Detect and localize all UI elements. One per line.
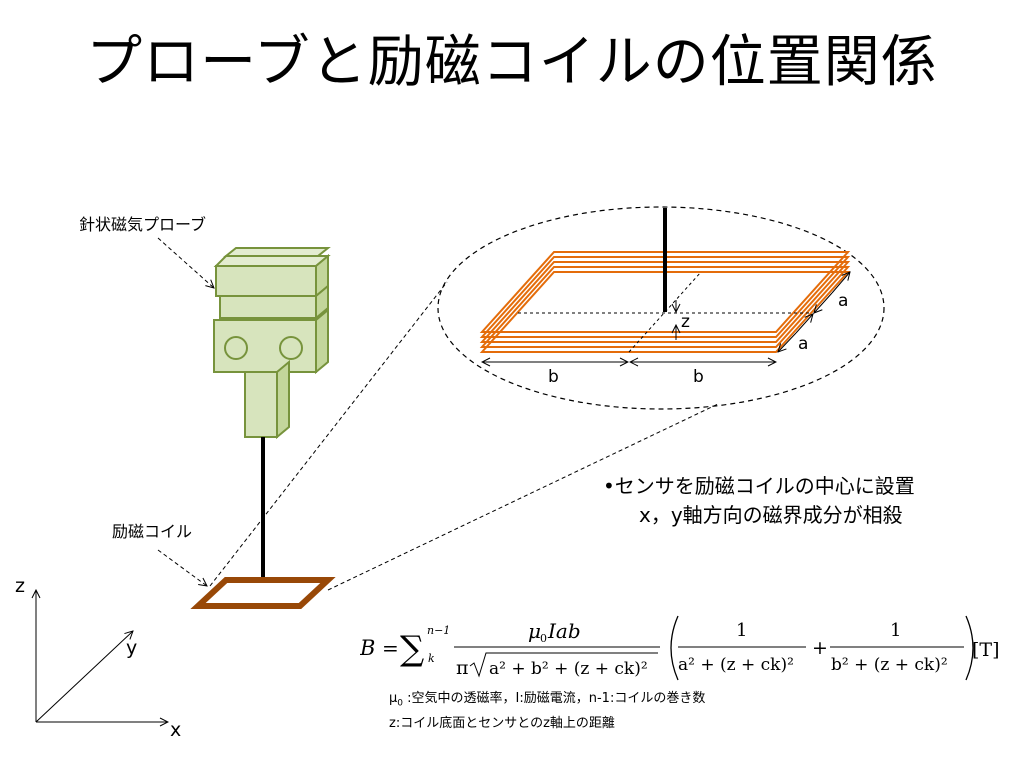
note-line-1-rest: :空気中の透磁率，I:励磁電流，n-1:コイルの巻き数 bbox=[403, 691, 706, 706]
bullet-line-2: x，y軸方向の磁界成分が相殺 bbox=[639, 503, 903, 527]
formula-frac2-num: 1 bbox=[890, 620, 901, 641]
formula-sum-top: n−1 bbox=[427, 624, 450, 637]
note-mu: μ bbox=[389, 691, 398, 706]
formula-plus: + bbox=[812, 637, 828, 659]
dim-a2-arrow-down bbox=[778, 332, 797, 352]
formula-num-rest: Iab bbox=[547, 619, 581, 643]
dim-b2-label: b bbox=[693, 367, 704, 387]
needle-probe bbox=[213, 247, 331, 440]
bullet-note: •センサを励磁コイルの中心に設置 x，y軸方向の磁界成分が相殺 bbox=[603, 472, 993, 530]
formula-frac2-den: b² + (z + ck)² bbox=[831, 655, 948, 675]
axis-z-label: z bbox=[15, 575, 25, 597]
formula-num-mu-sub: 0 bbox=[540, 632, 547, 645]
zoom-ellipse bbox=[437, 206, 885, 410]
dim-a1-arrow-down bbox=[814, 292, 833, 313]
probe-leader bbox=[157, 237, 214, 288]
zoom-line-right bbox=[327, 403, 719, 591]
dim-a1-label: a bbox=[838, 291, 848, 311]
axes: z x y bbox=[15, 575, 181, 741]
note-mu-sub: 0 bbox=[397, 698, 404, 709]
dim-b1-label: b bbox=[548, 367, 559, 387]
formula-paren-right bbox=[965, 615, 974, 681]
formula-sqrt-sign bbox=[469, 652, 658, 678]
axis-y-label: y bbox=[126, 637, 137, 659]
axis-x-label: x bbox=[170, 719, 181, 741]
dim-a2-arrow-up bbox=[795, 314, 813, 334]
dim-a1-arrow-up bbox=[831, 272, 850, 294]
dim-a2-label: a bbox=[798, 334, 808, 354]
probe-label: 針状磁気プローブ bbox=[79, 215, 206, 234]
coil-label: 励磁コイル bbox=[112, 522, 192, 541]
formula-lhs: B bbox=[360, 636, 375, 660]
formula-unit: [T] bbox=[972, 639, 1000, 661]
formula-sum-bottom: k bbox=[428, 652, 435, 665]
bullet-line-1: •センサを励磁コイルの中心に設置 bbox=[603, 474, 915, 498]
coil-center-guides bbox=[518, 271, 812, 353]
formula-den-root: a² + b² + (z + ck)² bbox=[489, 659, 648, 679]
formula-num-mu: μ bbox=[528, 619, 541, 643]
formula-sum: ∑ bbox=[400, 629, 424, 669]
formula-paren-left bbox=[670, 615, 679, 681]
y-axis bbox=[35, 631, 133, 723]
page-title: プローブと励磁コイルの位置関係 bbox=[86, 30, 938, 95]
formula-den-pi: π bbox=[456, 657, 469, 679]
formula-frac1-num: 1 bbox=[736, 620, 747, 641]
note-line-1: μ0 :空気中の透磁率，I:励磁電流，n-1:コイルの巻き数 bbox=[389, 689, 705, 714]
formula-notes: μ0 :空気中の透磁率，I:励磁電流，n-1:コイルの巻き数 z:コイル底面とセ… bbox=[389, 689, 705, 733]
formula-frac1-den: a² + (z + ck)² bbox=[678, 655, 794, 675]
dim-z-label: z bbox=[681, 312, 690, 332]
note-line-2: z:コイル底面とセンサとのz軸上の距離 bbox=[389, 715, 615, 731]
zoom-line-left bbox=[209, 281, 448, 587]
magnetic-field-formula: B = ∑ n−1 k μ 0 Iab π a² + b² + (z + ck)… bbox=[360, 615, 1000, 681]
formula-eq: = bbox=[382, 636, 399, 660]
coil-leader bbox=[157, 549, 207, 586]
small-coil bbox=[190, 577, 336, 609]
